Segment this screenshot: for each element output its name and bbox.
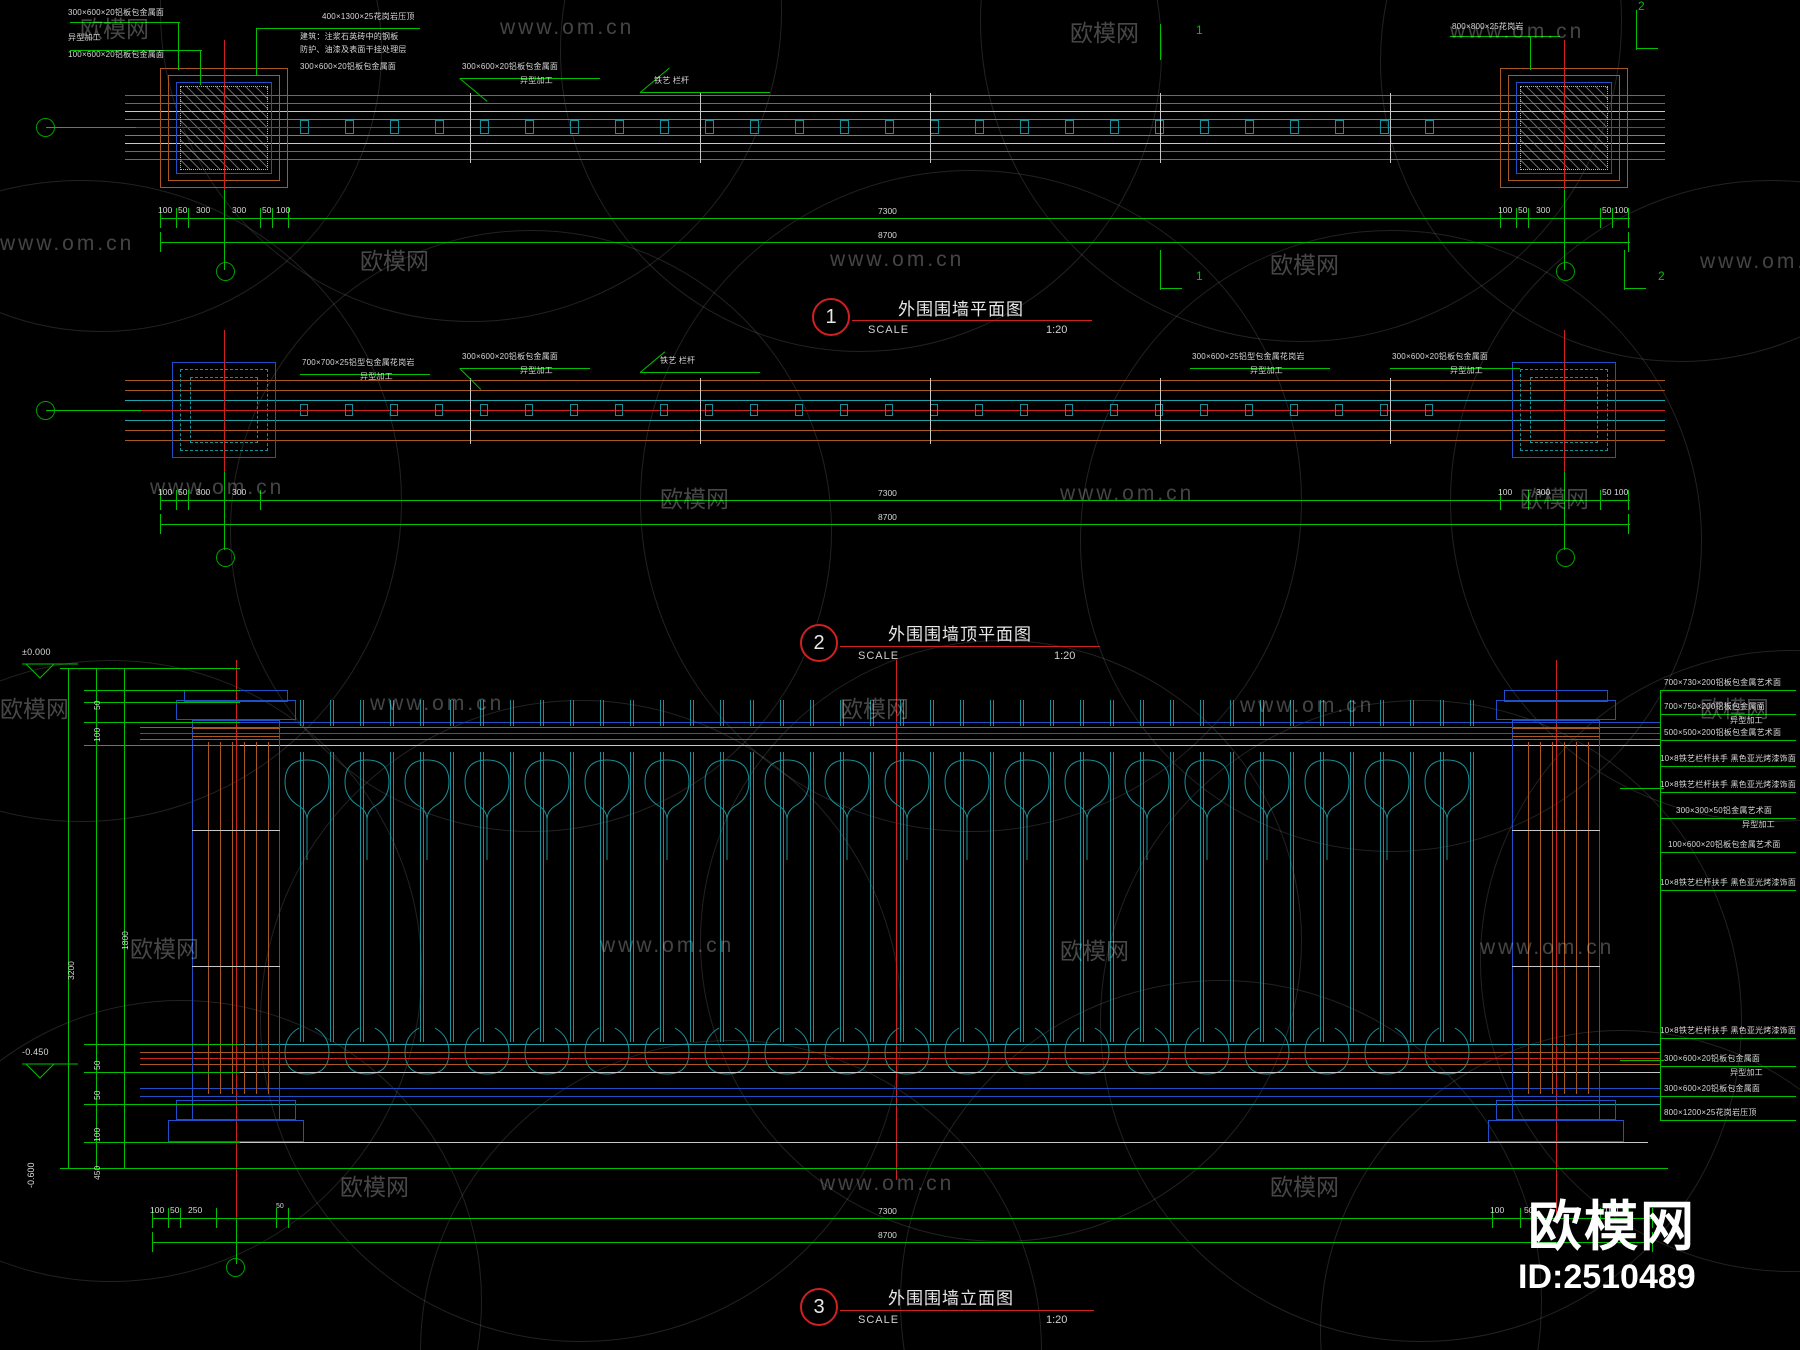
watermark-logo-10: 欧模网	[1060, 938, 1129, 964]
watermark-url-6: www.om.cn	[1060, 482, 1195, 505]
watermark-url-11: www.om.cn	[820, 1172, 955, 1195]
view-marker-1: 1	[812, 298, 850, 336]
watermark-url-4: www.om.cn	[1700, 250, 1800, 273]
watermark-logo-9: 欧模网	[130, 936, 199, 962]
watermark-logo-0: 欧模网	[80, 16, 149, 42]
site-brand-logo: 欧模网	[1528, 1197, 1696, 1257]
watermark-url-2: www.om.cn	[0, 232, 135, 255]
level-label-0: ±0.000	[22, 647, 51, 657]
watermark-logo-5: 欧模网	[1520, 486, 1589, 512]
view-scale-value-2: 1:20	[1054, 650, 1076, 662]
view-marker-2: 2	[800, 624, 838, 662]
watermark-logo-1: 欧模网	[1070, 20, 1139, 46]
level-label-2: -0.600	[26, 1162, 36, 1188]
watermark-url-7: www.om.cn	[370, 692, 505, 715]
watermark-logo-12: 欧模网	[1270, 1174, 1339, 1200]
watermark-logo-7: 欧模网	[840, 696, 909, 722]
view-title-text-2: 外围围墙顶平面图	[888, 625, 1032, 644]
watermark-url-9: www.om.cn	[600, 934, 735, 957]
watermark-logo-3: 欧模网	[1270, 252, 1339, 278]
view-scale-label-3: SCALE	[858, 1314, 900, 1326]
view-scale-value-3: 1:20	[1046, 1314, 1068, 1326]
view-title-text-3: 外围围墙立面图	[888, 1289, 1014, 1308]
level-label-1: -0.450	[22, 1047, 49, 1057]
watermark-url-0: www.om.cn	[500, 16, 635, 39]
watermark-url-3: www.om.cn	[830, 248, 965, 271]
fence-ornament-row	[284, 759, 1470, 860]
watermark-logo-6: 欧模网	[0, 696, 69, 722]
watermark-url-8: www.om.cn	[1240, 694, 1375, 717]
view-title-text-1: 外围围墙平面图	[898, 300, 1024, 319]
watermark-url-10: www.om.cn	[1480, 936, 1615, 959]
watermark-logo-11: 欧模网	[340, 1174, 409, 1200]
watermark-logo-4: 欧模网	[660, 486, 729, 512]
asset-id-label: ID:2510489	[1518, 1258, 1696, 1296]
view-scale-value-1: 1:20	[1046, 324, 1068, 336]
fence-ornament-bottom-row	[284, 1027, 1470, 1075]
watermark-logo-2: 欧模网	[360, 248, 429, 274]
watermark-url-5: www.om.cn	[150, 476, 285, 499]
watermark-url-1: www.om.cn	[1450, 20, 1585, 43]
view-marker-3: 3	[800, 1288, 838, 1326]
watermark-logo-8: 欧模网	[1700, 696, 1769, 722]
view-scale-label-1: SCALE	[868, 324, 910, 336]
view-scale-label-2: SCALE	[858, 650, 900, 662]
